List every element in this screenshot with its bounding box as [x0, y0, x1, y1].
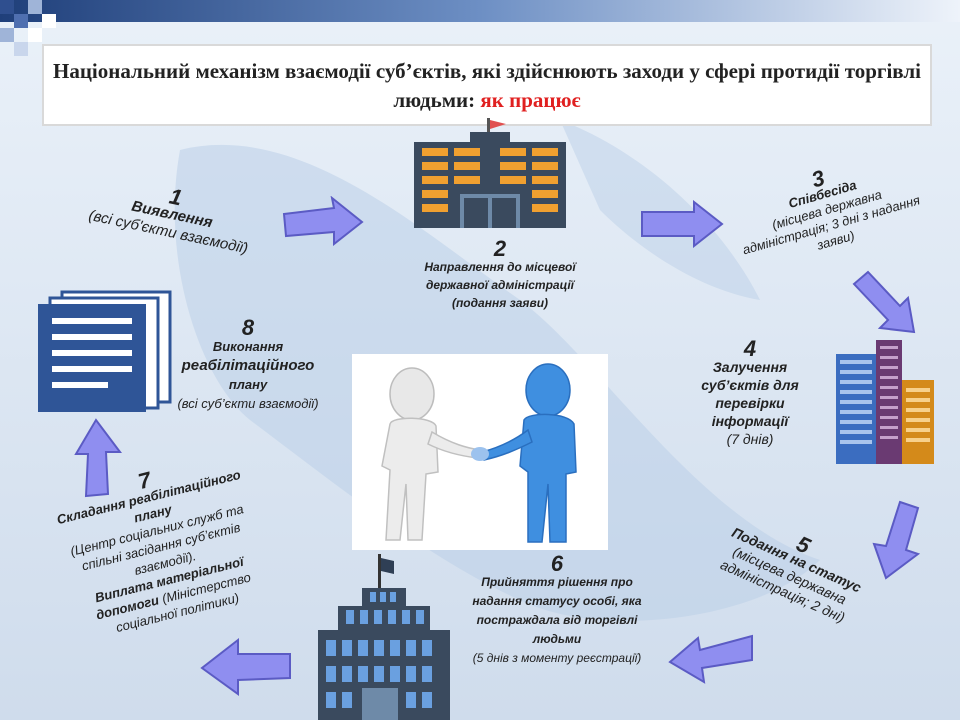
arrow-7-to-8	[74, 418, 122, 498]
step-6: 6 Прийняття рішення про надання статусу …	[462, 551, 652, 668]
title-main: Національний механізм взаємодії суб’єкті…	[52, 59, 921, 112]
step-8-name-b: реабілітаційного	[181, 357, 315, 374]
step-4-detail: (7 днів)	[726, 431, 774, 447]
step-8-number: 8	[241, 315, 255, 340]
step-4-name: Залучення суб’єктів для перевірки інформ…	[701, 359, 799, 429]
step-2-number: 2	[493, 236, 507, 261]
office-buildings-icon	[836, 340, 934, 464]
ministry-building-icon	[318, 554, 450, 720]
arrow-1-to-2	[282, 196, 364, 246]
step-2-name: Направлення до місцевої державної адміні…	[424, 260, 576, 310]
arrow-5-to-6	[668, 634, 753, 684]
step-4-number: 4	[743, 336, 757, 361]
step-8-detail: (всі суб’єкти взаємодії)	[177, 396, 319, 411]
handshake-figures-image	[352, 354, 608, 550]
arrow-6-to-7	[200, 637, 291, 696]
arrow-2-to-3	[641, 200, 724, 248]
step-2: 2 Направлення до місцевої державної адмі…	[410, 236, 590, 312]
government-building-icon	[414, 118, 566, 228]
step-6-name: Прийняття рішення про надання статусу ос…	[472, 575, 642, 646]
step-8-name-a: Виконання	[212, 339, 284, 354]
diagram-title: Національний механізм взаємодії суб’єкті…	[42, 44, 932, 126]
title-accent: як працює	[480, 88, 581, 112]
arrow-3-to-4	[852, 270, 916, 334]
step-6-detail: (5 днів з моменту реєстрації)	[472, 651, 642, 665]
step-8: 8 Виконання реабілітаційного плану (всі …	[168, 315, 328, 413]
documents-icon	[38, 290, 172, 412]
step-4: 4 Залучення суб’єктів для перевірки інфо…	[680, 336, 820, 448]
arrow-4-to-5	[872, 500, 921, 580]
step-6-number: 6	[550, 551, 564, 576]
step-8-name-c: плану	[228, 377, 268, 392]
